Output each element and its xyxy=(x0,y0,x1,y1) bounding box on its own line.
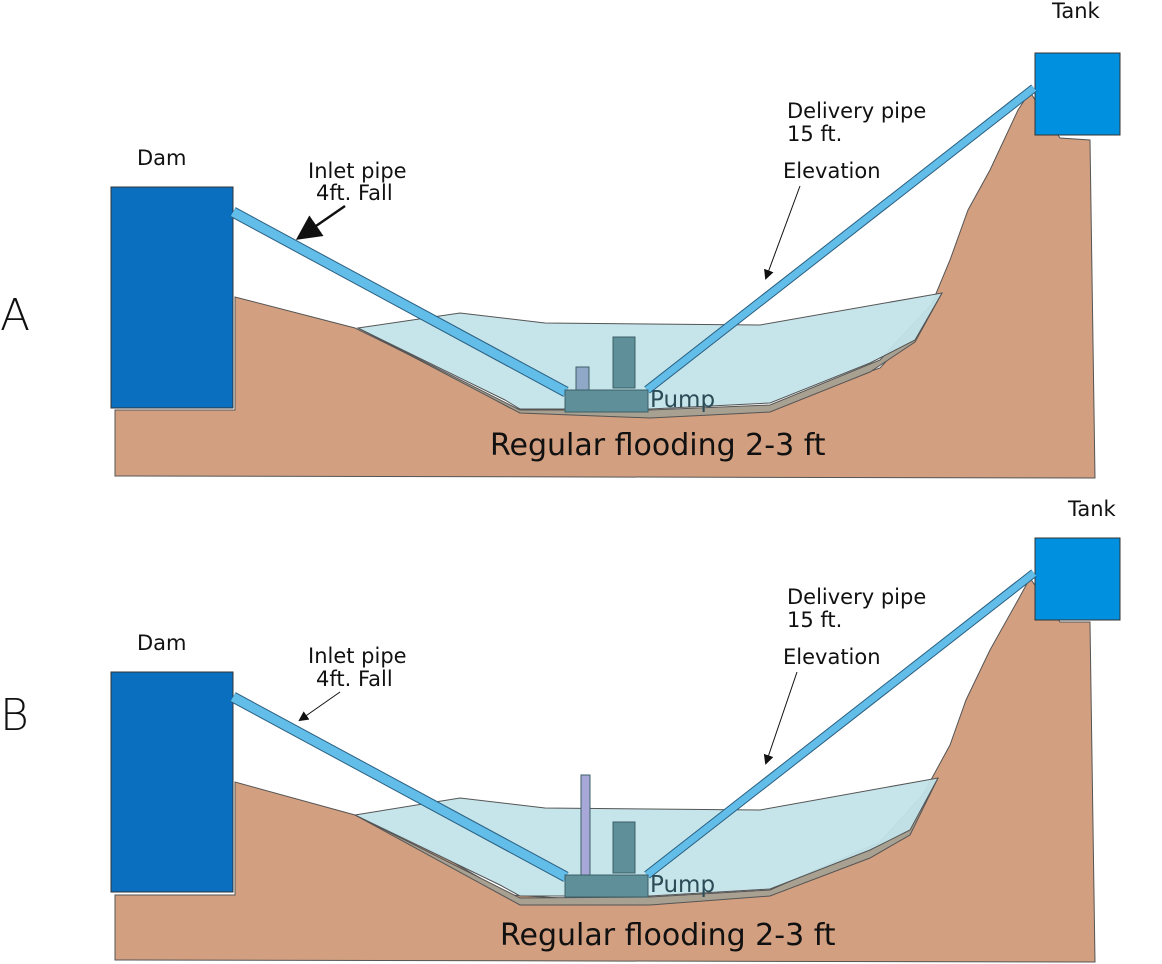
dam xyxy=(110,671,234,893)
delivery-label-2: 15 ft. xyxy=(787,122,842,146)
panel-b: B Pump Regular flooding 2-3 ft Dam Tank … xyxy=(0,497,1121,963)
tank xyxy=(1034,537,1121,621)
delivery-label-1: Delivery pipe xyxy=(787,99,926,123)
inlet-label-2: 4ft. Fall xyxy=(316,667,393,691)
inlet-label-2: 4ft. Fall xyxy=(316,181,393,205)
flooding-label: Regular flooding 2-3 ft xyxy=(500,918,836,953)
inlet-arrow xyxy=(298,691,341,722)
pump-air-chamber xyxy=(612,821,636,874)
inlet-label-1: Inlet pipe xyxy=(308,159,407,183)
delivery-label-2: 15 ft. xyxy=(787,608,842,632)
delivery-arrow xyxy=(763,671,798,765)
delivery-label-1: Delivery pipe xyxy=(787,585,926,609)
pump-base xyxy=(564,874,649,898)
flood-water xyxy=(356,292,943,410)
panel-label: B xyxy=(0,690,29,741)
flood-water xyxy=(353,777,939,897)
panel-a: A Pump Regular flooding 2-3 ft Dam Tank … xyxy=(0,0,1121,479)
dam-label: Dam xyxy=(137,146,187,170)
tank-label: Tank xyxy=(1051,0,1101,23)
pump-label: Pump xyxy=(650,872,715,898)
pump-standpipe xyxy=(580,774,591,876)
inlet-label-1: Inlet pipe xyxy=(308,644,407,668)
tank-label: Tank xyxy=(1067,497,1117,521)
pump-valve xyxy=(575,366,590,391)
inlet-arrow xyxy=(295,204,346,240)
dam xyxy=(110,186,234,409)
pump-label: Pump xyxy=(650,387,715,413)
delivery-label-3: Elevation xyxy=(783,159,881,183)
tank xyxy=(1034,52,1121,136)
delivery-arrow xyxy=(764,185,801,280)
flooding-label: Regular flooding 2-3 ft xyxy=(490,428,826,463)
panel-label: A xyxy=(0,290,30,341)
delivery-label-3: Elevation xyxy=(783,645,881,669)
ground xyxy=(114,91,1096,479)
pump-air-chamber xyxy=(612,336,636,389)
pump-base xyxy=(564,389,649,413)
dam-label: Dam xyxy=(137,631,187,655)
